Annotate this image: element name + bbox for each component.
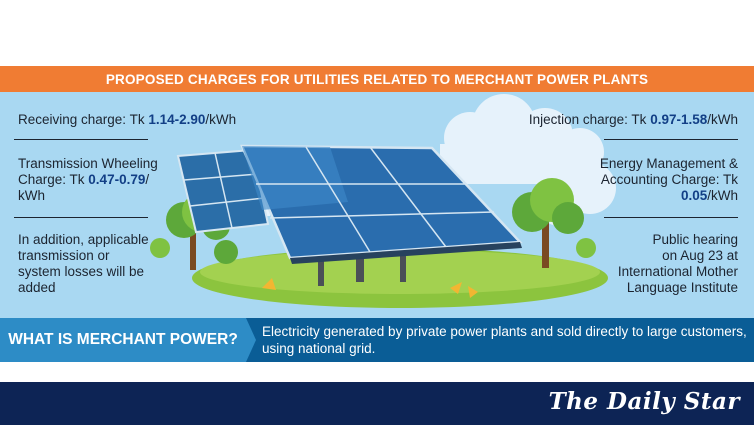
transmission-line-2: Charge: Tk [18, 172, 89, 187]
energy-unit: /kWh [707, 188, 738, 203]
energy-line-2: Accounting Charge: Tk [600, 172, 738, 187]
definition-arrow [246, 318, 256, 362]
divider [604, 139, 738, 140]
energy-line-1: Energy Management & [599, 156, 738, 171]
footer-bar: The Daily Star [0, 382, 754, 425]
losses-line-3: system losses will be [18, 264, 145, 279]
transmission-line-1: Transmission Wheeling [18, 156, 158, 171]
illustration-panel: Receiving charge: Tk 1.14-2.90/kWh Trans… [0, 92, 754, 318]
energy-management-charge: Energy Management & Accounting Charge: T… [600, 156, 738, 204]
definition-strip: WHAT IS MERCHANT POWER? Electricity gene… [0, 318, 754, 362]
losses-line-4: added [18, 280, 56, 295]
recycle-arrows-icon [262, 278, 478, 298]
losses-line-1: In addition, applicable [18, 232, 149, 247]
divider [604, 217, 738, 218]
injection-value: 0.97-1.58 [650, 112, 708, 127]
hearing-line-4: Language Institute [626, 280, 738, 295]
system-losses-note: In addition, applicable transmission or … [18, 232, 149, 296]
solar-panel-illustration [150, 94, 616, 308]
tree-right-icon [512, 178, 596, 268]
daily-star-logo: The Daily Star [548, 388, 740, 415]
energy-value: 0.05 [680, 188, 708, 203]
losses-line-2: transmission or [18, 248, 110, 263]
receiving-label: Receiving charge: Tk [18, 112, 149, 127]
receiving-value: 1.14-2.90 [148, 112, 206, 127]
receiving-charge: Receiving charge: Tk 1.14-2.90/kWh [18, 112, 236, 128]
transmission-slash: / [145, 172, 150, 187]
solar-panel-large [240, 144, 523, 264]
transmission-line-3: kWh [18, 188, 45, 203]
injection-label: Injection charge: Tk [528, 112, 651, 127]
receiving-unit: /kWh [205, 112, 237, 127]
hearing-line-2: on Aug 23 at [662, 248, 738, 263]
hearing-line-3: International Mother [617, 264, 738, 279]
injection-unit: /kWh [707, 112, 738, 127]
transmission-value: 0.47-0.79 [88, 172, 146, 187]
definition-text: Electricity generated by private power p… [262, 324, 747, 356]
banner-title: PROPOSED CHARGES FOR UTILITIES RELATED T… [105, 71, 649, 87]
injection-charge: Injection charge: Tk 0.97-1.58/kWh [529, 112, 738, 128]
transmission-wheeling-charge: Transmission Wheeling Charge: Tk 0.47-0.… [18, 156, 158, 204]
public-hearing-note: Public hearing on Aug 23 at Internationa… [618, 232, 738, 296]
hearing-line-1: Public hearing [652, 232, 738, 247]
divider [14, 139, 148, 140]
header-banner: PROPOSED CHARGES FOR UTILITIES RELATED T… [0, 66, 754, 92]
solar-panel-small [176, 148, 270, 234]
divider [14, 217, 148, 218]
definition-title: WHAT IS MERCHANT POWER? [0, 318, 246, 362]
